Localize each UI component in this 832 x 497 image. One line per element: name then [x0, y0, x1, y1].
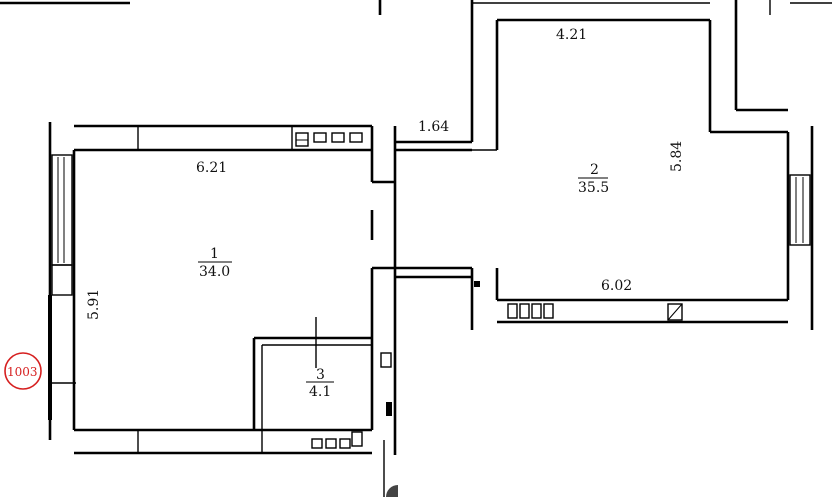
dim-room2-bottom: 6.02 — [601, 278, 632, 294]
left-door — [48, 295, 76, 420]
window-left — [51, 154, 73, 296]
marker-label: 1003 — [7, 365, 38, 379]
fixtures-right — [380, 352, 392, 497]
room-3-area: 4.1 — [309, 384, 331, 400]
room-1-number: 1 — [210, 246, 219, 262]
dim-corridor: 1.64 — [418, 119, 449, 135]
corridor-walls — [372, 140, 472, 279]
room-3-walls — [252, 317, 372, 430]
marker-1003[interactable]: 1003 — [4, 352, 42, 390]
dim-room2-height: 5.84 — [669, 141, 685, 172]
room-2-walls — [470, 0, 814, 330]
vents-top — [295, 132, 363, 147]
marker-circle — [4, 352, 42, 390]
vents-bottom — [311, 431, 363, 449]
dim-room1-width: 6.21 — [196, 160, 227, 176]
room-3-number: 3 — [316, 367, 325, 383]
partial-fixture-bottom — [386, 485, 398, 497]
dim-room2-top: 4.21 — [556, 27, 587, 43]
dim-room1-height: 5.91 — [86, 289, 102, 320]
fixtures-room2-bottom — [474, 281, 683, 321]
room-1-walls — [48, 122, 397, 455]
top-left-fragments — [0, 0, 832, 15]
room-2-number: 2 — [590, 162, 599, 178]
window-right — [789, 174, 811, 246]
room-1-area: 34.0 — [199, 264, 230, 280]
room-2-area: 35.5 — [578, 180, 609, 196]
